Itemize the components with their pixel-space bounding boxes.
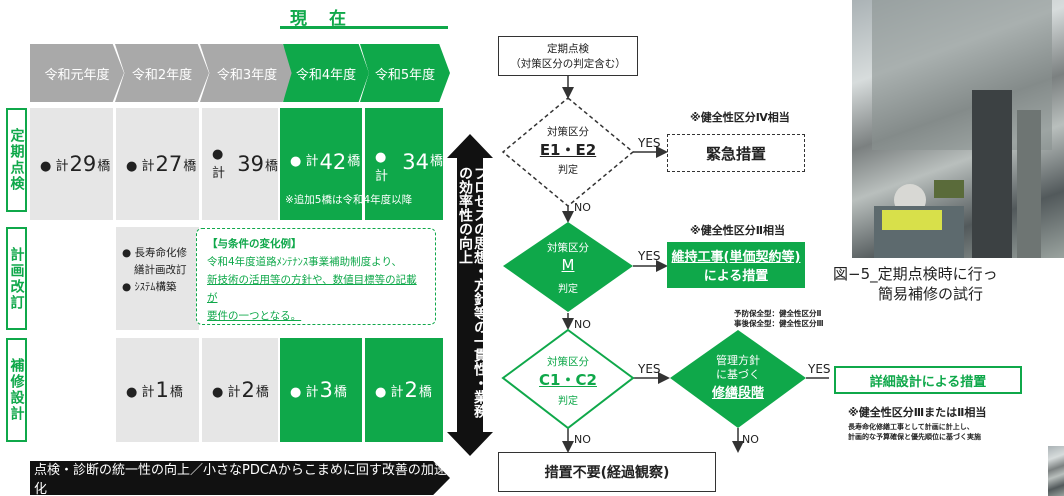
photo-caption-2: 簡易補修の試行 [878,285,984,303]
inspection-note: ※追加5橋は令和4年度以降 [285,194,413,206]
d3-line2: C1・C2 [539,371,597,389]
emergency-box: 緊急措置 [667,134,805,172]
d4-line3: 修繕段階 [711,386,764,401]
condition-box-line2: 新技術の活用等の方針や、数値目標等の記載が [207,274,417,304]
year-header-5: 令和5年度 [360,44,450,102]
detail-design-box: 詳細設計による措置 [834,366,1022,394]
d3-yes: YES [638,362,661,376]
year-header-1: 令和元年度 [30,44,124,102]
d1-note: ※健全性区分Ⅳ相当 [690,111,790,124]
d4-no: NO [742,433,759,446]
decision-policy [670,330,806,428]
photo-caption-1: 図−5_定期点検時に行っ [833,265,998,283]
decision-c1c2 [501,328,635,430]
d4-note1: 予防保全型：健全性区分Ⅱ [734,309,822,318]
plan-cell: ● 長寿命化修 繕計画改訂 ● ｼｽﾃﾑ構築 [116,227,199,330]
start-box: 定期点検 （対策区分の判定含む） [498,36,638,76]
condition-box-line3: 要件の一つとなる。 [207,310,302,322]
now-label: 現 在 [290,9,354,29]
d1-no: NO [574,201,591,214]
condition-box-title: 【与条件の変化例】 [207,238,302,250]
d2-line1: 対策区分 [547,242,589,254]
d2-no: NO [574,318,591,331]
end-box: 措置不要(経過観察) [498,452,716,492]
d2-line3: 判定 [558,284,578,295]
d4-sub1: 長寿命化修繕工事として計画に計上し、 [848,423,974,431]
row-label-inspection: 定期点検 [6,108,27,212]
d2-line2: M [561,256,575,274]
footer-banner: 点検・診断の統一性の向上／小さなPDCAからこまめに回す改善の加速化 [30,461,450,495]
year-header-4: 令和4年度 [283,44,369,102]
year-header-2: 令和2年度 [115,44,209,102]
maintenance-box: 維持工事(単価契約等) による措置 [667,242,805,288]
photo-illustration [872,0,1052,258]
decision-e1e2 [501,97,635,207]
d4-note2: 事後保全型：健全性区分Ⅲ [734,319,824,328]
d2-yes: YES [638,249,661,263]
double-arrow [447,134,493,456]
plan-item-3: ● ｼｽﾃﾑ構築 [122,281,177,293]
condition-change-box: 【与条件の変化例】 令和4年度道路ﾒﾝﾃﾅﾝｽ事業補助制度より、 新技術の活用等… [196,228,436,325]
plan-item-2: 繕計画改訂 [134,264,187,276]
d3-line1: 対策区分 [547,356,589,368]
condition-box-line1: 令和4年度道路ﾒﾝﾃﾅﾝｽ事業補助制度より、 [207,256,403,268]
row-label-plan: 計画改訂 [6,227,27,330]
d1-line3: 判定 [558,165,578,176]
d1-line2: E1・E2 [539,141,597,159]
inspection-photo [852,0,1064,258]
now-underline [280,26,448,29]
d1-line1: 対策区分 [547,126,589,138]
d1-yes: YES [638,136,661,150]
double-arrow-text: プロセスの思想・方針等の一貫性・業務の効率性の向上 [457,166,488,418]
row-label-repair: 補修設計 [6,338,27,442]
d4-line1: 管理方針 [716,354,760,367]
d4-result-note: ※健全性区分ⅢまたはⅡ相当 [848,406,987,419]
photo-fragment [1048,446,1064,496]
d4-sub2: 計画的な予算確保と優先順位に基づく実施 [848,433,981,441]
flow-lines [501,76,829,453]
d4-line2: に基づく [716,368,760,381]
d3-no: NO [574,433,591,446]
d4-yes: YES [808,362,831,376]
d2-note: ※健全性区分Ⅱ相当 [690,224,785,237]
d3-line3: 判定 [558,396,578,407]
decision-m [503,222,633,312]
year-header-3: 令和3年度 [200,44,294,102]
plan-item-1: ● 長寿命化修 [122,247,187,259]
